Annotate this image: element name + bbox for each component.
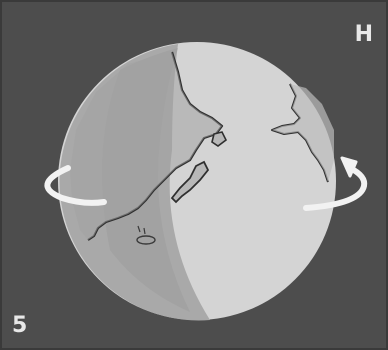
globe-icon xyxy=(58,42,336,320)
panel-letter: H xyxy=(355,22,374,47)
frame-number: 5 xyxy=(12,313,27,338)
